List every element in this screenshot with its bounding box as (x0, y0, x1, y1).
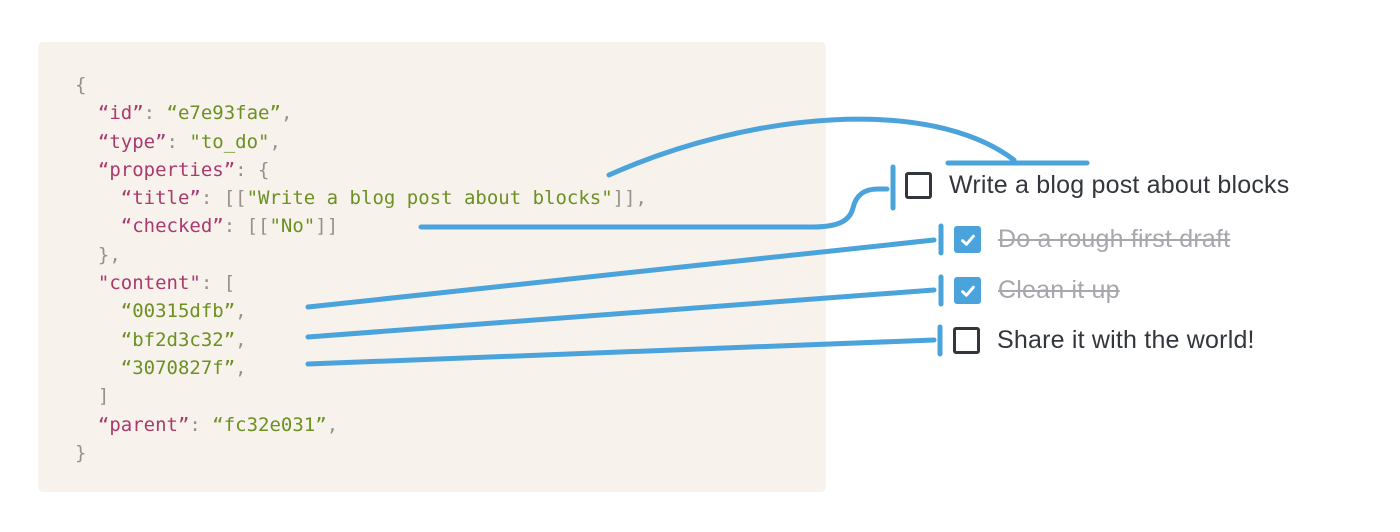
todo-item-rough-first-draft[interactable]: Do a rough first draft (954, 226, 1230, 253)
checkbox-unchecked-icon[interactable] (905, 172, 932, 199)
todo-item-write-blog-post[interactable]: Write a blog post about blocks (905, 172, 1289, 199)
todo-label[interactable]: Write a blog post about blocks (949, 171, 1290, 199)
todo-item-share-it[interactable]: Share it with the world! (953, 327, 1255, 354)
json-code-panel: { “id”: “e7e93fae”, “type”: "to_do", “pr… (38, 42, 826, 492)
code-block: { “id”: “e7e93fae”, “type”: "to_do", “pr… (75, 74, 647, 464)
checkbox-checked-icon[interactable] (954, 277, 981, 304)
todo-label[interactable]: Share it with the world! (997, 326, 1255, 354)
todo-label[interactable]: Clean it up (998, 276, 1120, 304)
checkbox-unchecked-icon[interactable] (953, 327, 980, 354)
checkbox-checked-icon[interactable] (954, 226, 981, 253)
todo-item-clean-it-up[interactable]: Clean it up (954, 277, 1120, 304)
todo-label[interactable]: Do a rough first draft (998, 225, 1231, 253)
